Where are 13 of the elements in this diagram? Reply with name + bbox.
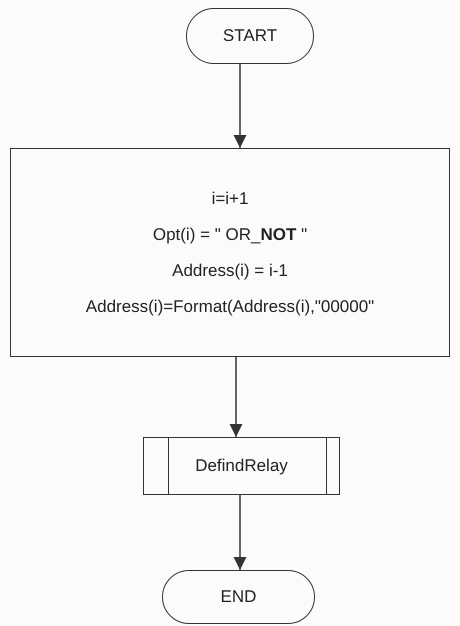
process-statement: i=i+1 [212, 188, 248, 208]
terminal-pill [162, 570, 315, 624]
terminal-label: START [222, 26, 278, 46]
terminal-label: END [220, 587, 256, 607]
process-label: DefindRelay [195, 456, 288, 476]
process-statement: Address(i) = i-1 [172, 260, 288, 280]
arrow [230, 357, 242, 437]
arrow [234, 64, 246, 148]
process-statement: Address(i)=Format(Address(i),"00000" [86, 296, 374, 316]
arrow [234, 495, 246, 570]
process-statement: Opt(i) = " OR_NOT " [152, 224, 308, 244]
process-box [10, 148, 450, 357]
predefined-process-box [143, 437, 340, 495]
